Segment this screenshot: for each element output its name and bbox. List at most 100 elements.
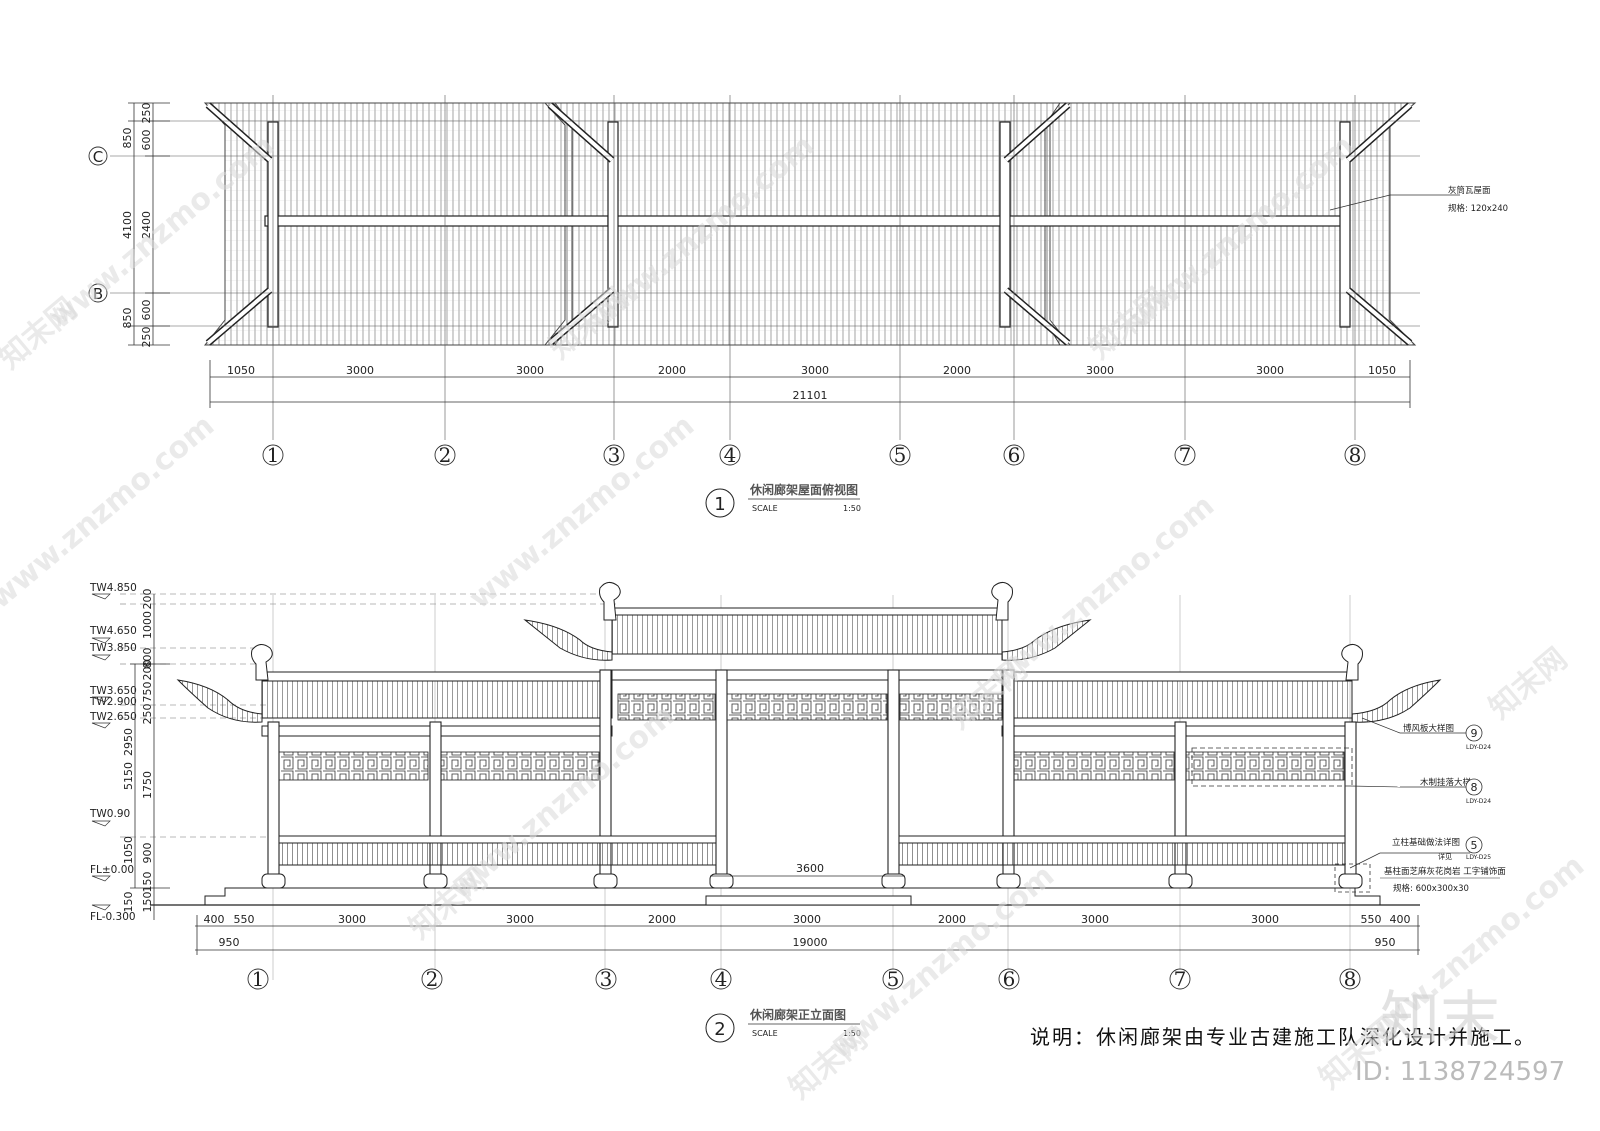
callout-5-ref: LDY-D25: [1466, 854, 1491, 861]
plan-axis-6: 6: [1003, 443, 1025, 467]
elev-bottom-dim2-3: 950: [1375, 936, 1396, 949]
plan-dim-250-top: 250: [140, 103, 153, 124]
svg-text:6: 6: [1008, 443, 1021, 467]
plan-axis-5: 5: [889, 443, 911, 467]
level-tw3650: TW3.650: [89, 685, 137, 697]
elev-bottom-dim-7: 2000: [938, 913, 966, 926]
elev-dim-1000: 1000: [141, 611, 154, 639]
callout-8-ref: LDY-D24: [1466, 798, 1491, 805]
svg-text:www.znzmo.com: www.znzmo.com: [823, 858, 1061, 1066]
elev-axis-8: 8: [1339, 967, 1361, 991]
plan-title: 休闲廊架屋面俯视图: [749, 482, 858, 497]
plan-dim-4100: 4100: [121, 211, 134, 239]
material-spec: 规格: 120x240: [1448, 203, 1508, 214]
level-fl000: FL±0.00: [90, 864, 134, 876]
elev-dim-750: 750: [141, 682, 154, 703]
svg-text:C: C: [93, 148, 103, 166]
row-label-b: B: [88, 283, 108, 303]
svg-text:7: 7: [1179, 443, 1192, 467]
elev-dim-1750: 1750: [141, 771, 154, 799]
callout-5-extra: 详见: [1438, 852, 1452, 861]
plan-bottom-dim-2: 3000: [346, 364, 374, 377]
svg-text:1: 1: [714, 494, 725, 515]
svg-text:SCALE: SCALE: [752, 504, 778, 513]
level-tw4650: TW4.650: [89, 625, 137, 637]
svg-text:3: 3: [600, 967, 613, 991]
plan-dim-250-bot: 250: [140, 327, 153, 348]
elev-axis-3: 3: [595, 967, 617, 991]
svg-text:1:50: 1:50: [843, 504, 861, 513]
elev-dim-150c: 150: [141, 892, 154, 913]
elev-bottom-dim-5: 2000: [648, 913, 676, 926]
svg-text:5: 5: [887, 967, 900, 991]
front-elevation: 3600 TW4.850 TW4.650 TW3.850 TW3.650 TW2…: [89, 582, 1506, 1043]
elev-bottom-dim-4: 3000: [506, 913, 534, 926]
elev-axis-6: 6: [998, 967, 1020, 991]
plan-axis-7: 7: [1174, 443, 1196, 467]
elev-axis-5: 5: [882, 967, 904, 991]
callout-9-num: 9: [1471, 727, 1478, 740]
plan-axis-3: 3: [603, 443, 625, 467]
elev-bottom-dim-9: 3000: [1251, 913, 1279, 926]
svg-text:3: 3: [608, 443, 621, 467]
elev-bottom-dim-8: 3000: [1081, 913, 1109, 926]
elev-axis-4: 4: [710, 967, 732, 991]
elev-bottom-dim-1: 400: [204, 913, 225, 926]
svg-text:2: 2: [426, 967, 439, 991]
elev-dim-2950: 2950: [122, 728, 135, 756]
level-tw3850: TW3.850: [89, 642, 137, 654]
svg-text:8: 8: [1344, 967, 1357, 991]
paving-spec: 规格: 600x300x30: [1393, 883, 1469, 894]
right-roof: [1001, 644, 1442, 723]
svg-text:7: 7: [1174, 967, 1187, 991]
left-roof: [176, 644, 613, 723]
plan-bottom-dim-3: 3000: [516, 364, 544, 377]
level-tw090: TW0.90: [89, 808, 130, 820]
callout-5-text: 立柱基础做法详图: [1392, 837, 1460, 848]
level-tw2900: TW2.900: [89, 696, 137, 708]
plan-dim-850-bot: 850: [121, 308, 134, 329]
row-label-c: C: [88, 146, 108, 166]
plan-title-block: 1 休闲廊架屋面俯视图 SCALE 1:50: [705, 482, 861, 518]
elev-bottom-dim2-2: 19000: [793, 936, 828, 949]
callout-9-text: 博风板大样图: [1403, 723, 1454, 734]
plan-axis-1: 1: [262, 443, 284, 467]
elev-dim-200a: 200: [141, 589, 154, 610]
elev-dim-150b: 150: [122, 892, 135, 913]
callout-8-num: 8: [1471, 781, 1478, 794]
svg-text:6: 6: [1003, 967, 1016, 991]
material-label: 灰筒瓦屋面: [1448, 185, 1491, 196]
elev-dim-1050: 1050: [122, 836, 135, 864]
elevation-title: 休闲廊架正立面图: [749, 1007, 846, 1022]
opening-dim: 3600: [796, 862, 824, 875]
svg-text:B: B: [93, 285, 103, 303]
elev-bottom-dim-11: 400: [1390, 913, 1411, 926]
plan-dim-850-top: 850: [121, 128, 134, 149]
plan-bottom-dim-7: 3000: [1086, 364, 1114, 377]
elev-dim-800: 800: [141, 648, 154, 669]
svg-text:5: 5: [894, 443, 907, 467]
elev-bottom-dim-6: 3000: [793, 913, 821, 926]
elevation-title-block: 2 休闲廊架正立面图 SCALE 1:50: [705, 1007, 861, 1043]
svg-text:1: 1: [252, 967, 265, 991]
plan-axis-4: 4: [719, 443, 741, 467]
plan-dim-600-bot: 600: [140, 300, 153, 321]
plan-bottom-dim-5: 3000: [801, 364, 829, 377]
watermark-brand: 知末: [1380, 985, 1500, 1055]
callout-9-ref: LDY-D24: [1466, 744, 1491, 751]
level-fl-0300: FL-0.300: [90, 911, 136, 923]
roof-plan: 850 4100 850 250 600 2400 600 250 C B 10…: [88, 95, 1508, 518]
elev-bottom-dim2-1: 950: [219, 936, 240, 949]
svg-text:2: 2: [714, 1019, 725, 1040]
level-tw4850: TW4.850: [89, 582, 137, 594]
design-note: 说明：休闲廊架由专业古建施工队深化设计并施工。: [1030, 1025, 1536, 1049]
plan-bottom-dim-1: 1050: [227, 364, 255, 377]
callout-8-text: 木制挂落大样: [1420, 777, 1472, 788]
paving-note: 基柱面芝麻灰花岗岩 工字铺饰面: [1384, 866, 1506, 877]
svg-text:1:50: 1:50: [843, 1029, 861, 1038]
plan-dim-600-top: 600: [140, 130, 153, 151]
svg-text:4: 4: [724, 443, 737, 467]
svg-text:2: 2: [439, 443, 452, 467]
svg-text:www.znzmo.com: www.znzmo.com: [463, 408, 701, 616]
elev-dim-5150: 5150: [122, 762, 135, 790]
